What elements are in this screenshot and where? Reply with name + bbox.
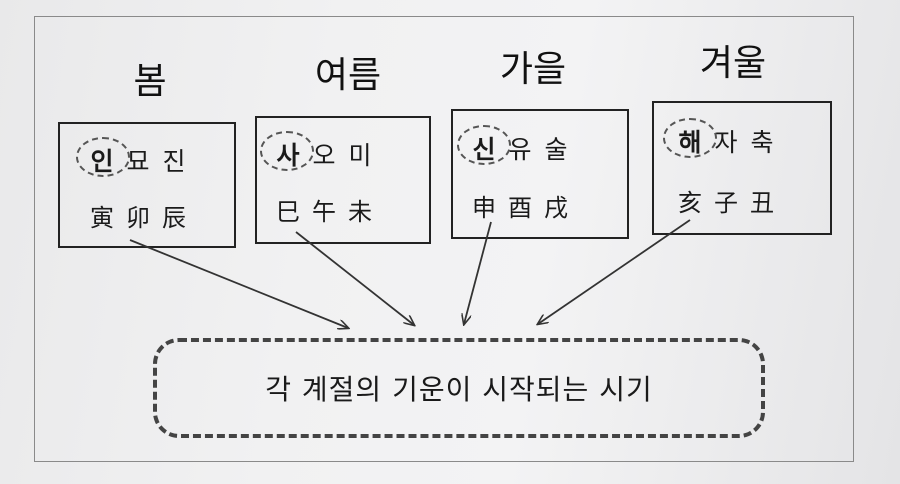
branch-hanja: 戌 [544, 194, 568, 222]
branch-korean: 미 [348, 141, 372, 170]
branch-korean: 진 [162, 147, 186, 176]
arrow-autumn [464, 221, 492, 324]
branch-korean: 자 [714, 128, 738, 157]
branch-hanja: 辰 [162, 204, 186, 232]
branch-korean: 묘 [126, 147, 150, 176]
season-label-summer: 여름 [314, 55, 382, 96]
branch-hanja: 丑 [750, 189, 774, 217]
branch-hanja: 卯 [126, 204, 150, 232]
branch-hanja: 亥 [678, 189, 702, 217]
season-box-winter [652, 101, 832, 235]
branch-hanja: 巳 [276, 198, 300, 226]
branch-hanja: 午 [312, 198, 336, 226]
season-label-autumn: 가을 [499, 49, 567, 90]
season-start-box: 각 계절의 기운이 시작되는 시기 [153, 338, 765, 438]
season-label-spring: 봄 [133, 61, 167, 102]
branch-hanja: 未 [348, 198, 372, 226]
hanja-branches-summer: 巳 午 未 [270, 192, 378, 227]
season-start-label: 각 계절의 기운이 시작되는 시기 [265, 373, 653, 406]
branch-korean: 축 [750, 128, 774, 157]
arrow-winter [538, 219, 691, 324]
branch-korean: 신 [472, 135, 496, 164]
branch-korean: 오 [312, 141, 336, 170]
diagram-frame [34, 16, 854, 462]
korean-branches-winter: 해 자 축 [672, 123, 780, 159]
branch-korean: 술 [544, 135, 568, 164]
start-branch-circle-spring [76, 137, 130, 177]
branch-hanja: 子 [714, 189, 738, 217]
hanja-branches-winter: 亥 子 丑 [672, 183, 780, 218]
arrow-summer [295, 231, 414, 325]
korean-branches-autumn: 신 유 술 [466, 130, 574, 166]
branch-korean: 유 [508, 135, 532, 164]
start-branch-circle-summer [260, 131, 314, 171]
branch-korean: 사 [276, 141, 300, 170]
branch-hanja: 寅 [90, 204, 114, 232]
start-branch-circle-autumn [457, 125, 511, 165]
korean-branches-spring: 인 묘 진 [84, 142, 192, 178]
season-box-summer [255, 116, 431, 244]
branch-korean: 인 [90, 147, 114, 176]
season-label-winter: 겨울 [699, 43, 767, 84]
hanja-branches-spring: 寅 卯 辰 [84, 198, 192, 233]
branch-korean: 해 [678, 128, 702, 157]
start-branch-circle-winter [663, 118, 717, 158]
branch-hanja: 酉 [508, 194, 532, 222]
korean-branches-summer: 사 오 미 [270, 136, 378, 172]
season-box-autumn [451, 109, 629, 239]
arrow-spring [129, 239, 348, 328]
hanja-branches-autumn: 申 酉 戌 [466, 188, 574, 223]
branch-hanja: 申 [472, 194, 496, 222]
